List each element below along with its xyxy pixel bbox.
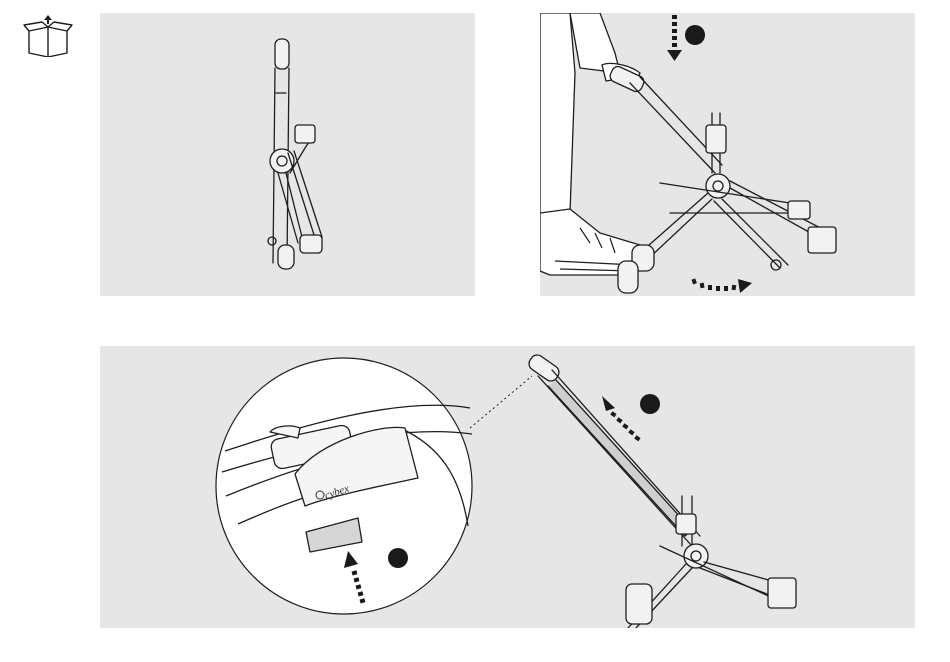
handle-lock-illustration: cybex: [100, 346, 915, 628]
foot-press-unfold-panel: [540, 13, 915, 296]
folded-stroller-illustration: [100, 13, 475, 296]
unbox-icon: [22, 13, 74, 57]
step-marker: [685, 25, 705, 45]
handle-lock-panel: cybex: [100, 346, 915, 628]
step-marker: [640, 394, 660, 414]
folded-stroller-panel: [100, 13, 475, 296]
foot-press-illustration: [540, 13, 915, 296]
step-marker: [388, 548, 408, 568]
